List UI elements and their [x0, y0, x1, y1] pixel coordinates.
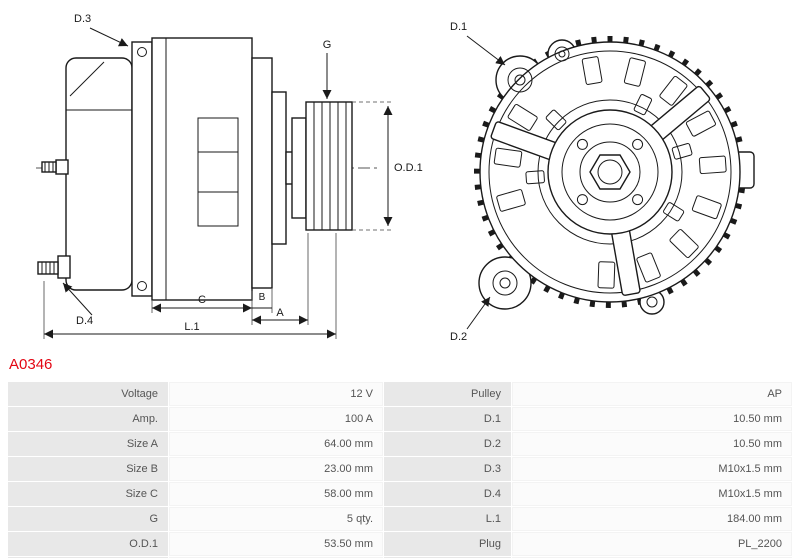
terminal-stud — [55, 159, 69, 175]
spec-value: 184.00 mm — [512, 507, 792, 531]
front-pulley — [547, 109, 673, 235]
stator-housing — [151, 37, 253, 301]
dim-label-b: B — [259, 292, 266, 303]
dim-label-od1: O.D.1 — [394, 162, 423, 174]
spec-label: Plug — [384, 532, 511, 556]
alternator-diagram: D.3 G D.4 O.D.1 C — [36, 13, 755, 343]
mounting-hole-d1 — [507, 67, 533, 93]
dim-label-l1: L.1 — [184, 321, 199, 333]
spec-value: 12 V — [169, 382, 383, 406]
spec-label: Size A — [8, 432, 168, 456]
spec-label: D.1 — [384, 407, 511, 431]
spec-label: D.4 — [384, 482, 511, 506]
spec-value: M10x1.5 mm — [512, 457, 792, 481]
dim-label-d3: D.3 — [74, 13, 91, 25]
spec-label: D.2 — [384, 432, 511, 456]
alternator-side-view: D.3 G D.4 O.D.1 C — [36, 13, 423, 339]
drive-end-bracket — [251, 57, 273, 289]
pulley-hub — [291, 117, 307, 219]
rear-cover — [65, 57, 133, 291]
spec-value: 53.50 mm — [169, 532, 383, 556]
spec-label: Size C — [8, 482, 168, 506]
part-number: A0346 — [9, 356, 53, 373]
spec-value: 64.00 mm — [169, 432, 383, 456]
spec-label: O.D.1 — [8, 532, 168, 556]
spec-value: 100 A — [169, 407, 383, 431]
mounting-plate — [131, 41, 153, 297]
mounting-hole-bottom — [137, 281, 147, 291]
mounting-stud — [57, 255, 71, 279]
alternator-front-view: D.1 D.2 — [450, 21, 755, 343]
spec-label: L.1 — [384, 507, 511, 531]
spec-value: M10x1.5 mm — [512, 482, 792, 506]
spec-value: 10.50 mm — [512, 432, 792, 456]
spec-label: G — [8, 507, 168, 531]
dim-label-g: G — [323, 39, 332, 51]
spec-value: 58.00 mm — [169, 482, 383, 506]
spec-label: D.3 — [384, 457, 511, 481]
dim-label-d4: D.4 — [76, 315, 93, 327]
mounting-ear-bottom — [478, 256, 532, 310]
mounting-hole-d2 — [492, 270, 518, 296]
pulley-ribbed — [305, 101, 353, 231]
spec-value: 10.50 mm — [512, 407, 792, 431]
spec-table: Voltage 12 V Pulley AP Amp. 100 A D.1 10… — [8, 382, 792, 558]
dim-label-d2: D.2 — [450, 331, 467, 343]
spec-label: Amp. — [8, 407, 168, 431]
dim-label-a: A — [276, 307, 284, 319]
shaft-nut — [589, 154, 631, 190]
spec-value: PL_2200 — [512, 532, 792, 556]
spec-value: 5 qty. — [169, 507, 383, 531]
spec-label: Size B — [8, 457, 168, 481]
dim-label-d1: D.1 — [450, 21, 467, 33]
dim-label-c: C — [198, 294, 206, 306]
spec-label: Pulley — [384, 382, 511, 406]
alternator-drawing-svg: D.3 G D.4 O.D.1 C — [36, 13, 755, 343]
spec-value: AP — [512, 382, 792, 406]
mounting-hole-top — [137, 47, 147, 57]
spec-value: 23.00 mm — [169, 457, 383, 481]
spec-label: Voltage — [8, 382, 168, 406]
